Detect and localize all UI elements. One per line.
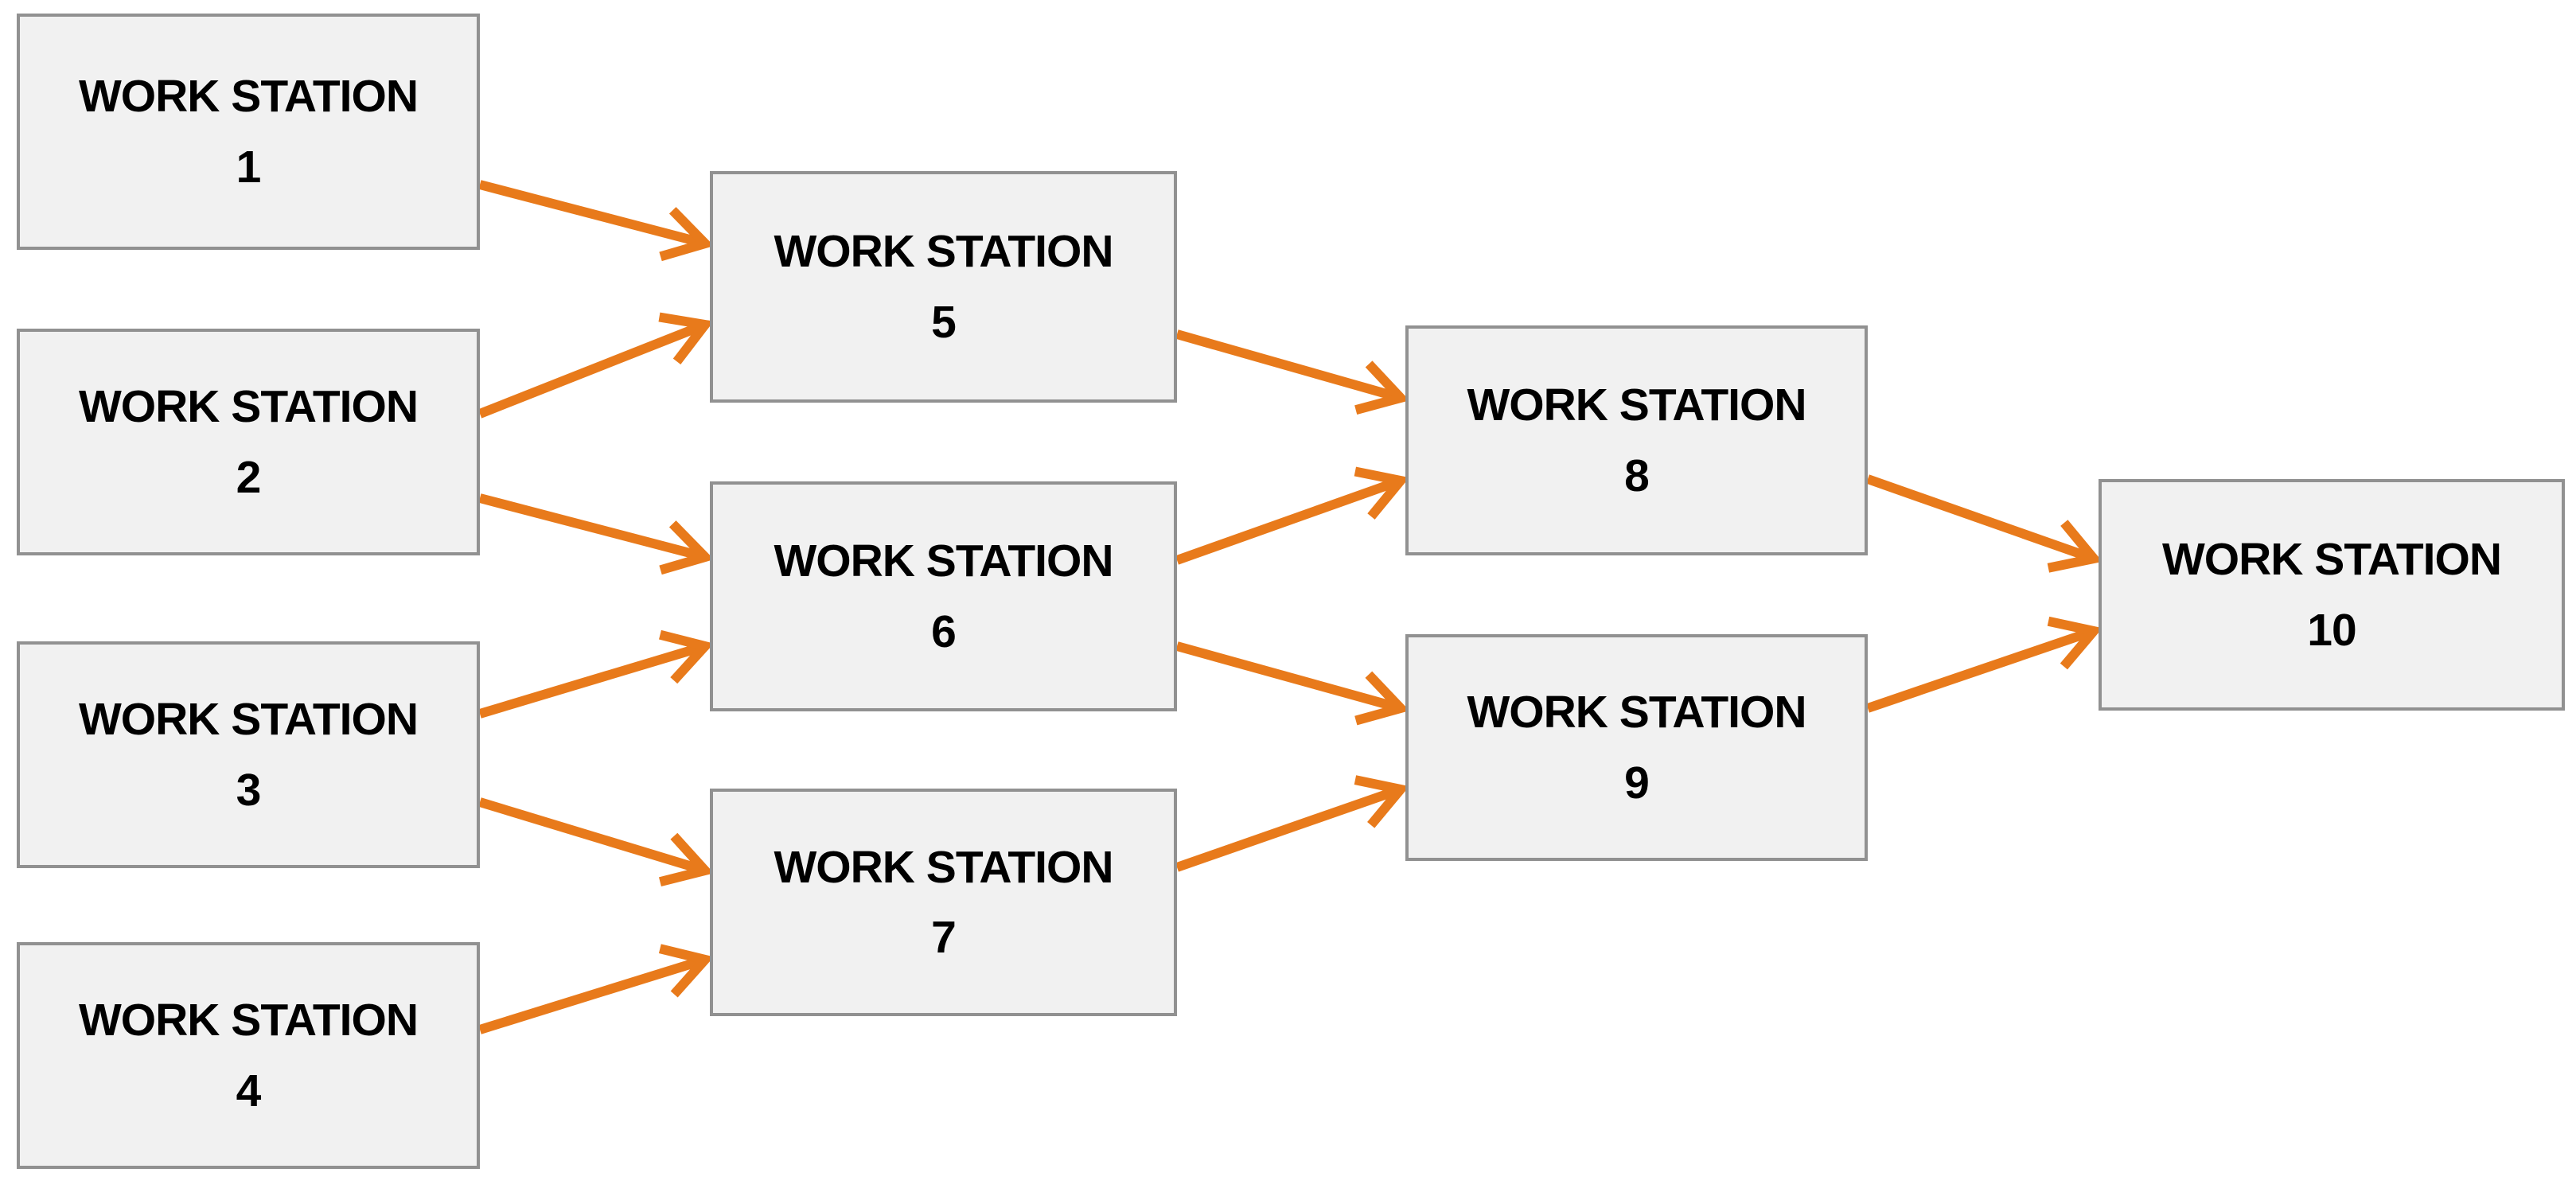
node-work-station-1: WORK STATION 1 bbox=[17, 14, 480, 250]
node-label: WORK STATION bbox=[774, 226, 1114, 278]
node-number: 4 bbox=[236, 1065, 262, 1116]
edge-ws1-to-ws5 bbox=[478, 180, 715, 262]
node-label: WORK STATION bbox=[79, 995, 419, 1046]
edge-ws6-to-ws8 bbox=[1175, 466, 1409, 565]
node-work-station-7: WORK STATION 7 bbox=[710, 789, 1177, 1016]
node-work-station-5: WORK STATION 5 bbox=[710, 171, 1177, 403]
node-number: 7 bbox=[931, 912, 957, 963]
node-label: WORK STATION bbox=[1467, 687, 1807, 738]
node-number: 10 bbox=[2307, 604, 2356, 656]
node-number: 5 bbox=[931, 296, 957, 348]
edge-ws3-to-ws6 bbox=[478, 629, 715, 719]
node-work-station-8: WORK STATION 8 bbox=[1405, 325, 1868, 555]
edge-ws3-to-ws7 bbox=[478, 797, 715, 886]
node-label: WORK STATION bbox=[79, 694, 419, 746]
node-label: WORK STATION bbox=[2162, 534, 2502, 586]
edge-ws6-to-ws9 bbox=[1175, 641, 1410, 726]
edge-ws8-to-ws10 bbox=[1866, 474, 2102, 573]
node-label: WORK STATION bbox=[774, 841, 1114, 893]
node-number: 6 bbox=[931, 606, 957, 657]
node-work-station-2: WORK STATION 2 bbox=[17, 329, 480, 555]
node-work-station-4: WORK STATION 4 bbox=[17, 942, 480, 1169]
node-number: 8 bbox=[1624, 450, 1650, 501]
node-number: 3 bbox=[236, 764, 262, 816]
node-number: 2 bbox=[236, 451, 262, 503]
node-number: 9 bbox=[1624, 757, 1650, 808]
edge-ws7-to-ws9 bbox=[1175, 775, 1410, 872]
edge-ws9-to-ws10 bbox=[1866, 616, 2103, 713]
edge-ws2-to-ws6 bbox=[478, 493, 715, 575]
edge-ws4-to-ws7 bbox=[478, 944, 715, 1034]
node-work-station-10: WORK STATION 10 bbox=[2099, 479, 2565, 711]
node-label: WORK STATION bbox=[79, 71, 419, 123]
node-number: 1 bbox=[236, 141, 262, 193]
edge-ws5-to-ws8 bbox=[1175, 329, 1410, 415]
node-work-station-9: WORK STATION 9 bbox=[1405, 634, 1868, 861]
node-label: WORK STATION bbox=[79, 381, 419, 433]
node-work-station-3: WORK STATION 3 bbox=[17, 641, 480, 868]
edge-ws2-to-ws5 bbox=[477, 312, 714, 419]
node-label: WORK STATION bbox=[774, 536, 1114, 587]
node-work-station-6: WORK STATION 6 bbox=[710, 481, 1177, 711]
node-label: WORK STATION bbox=[1467, 380, 1807, 431]
